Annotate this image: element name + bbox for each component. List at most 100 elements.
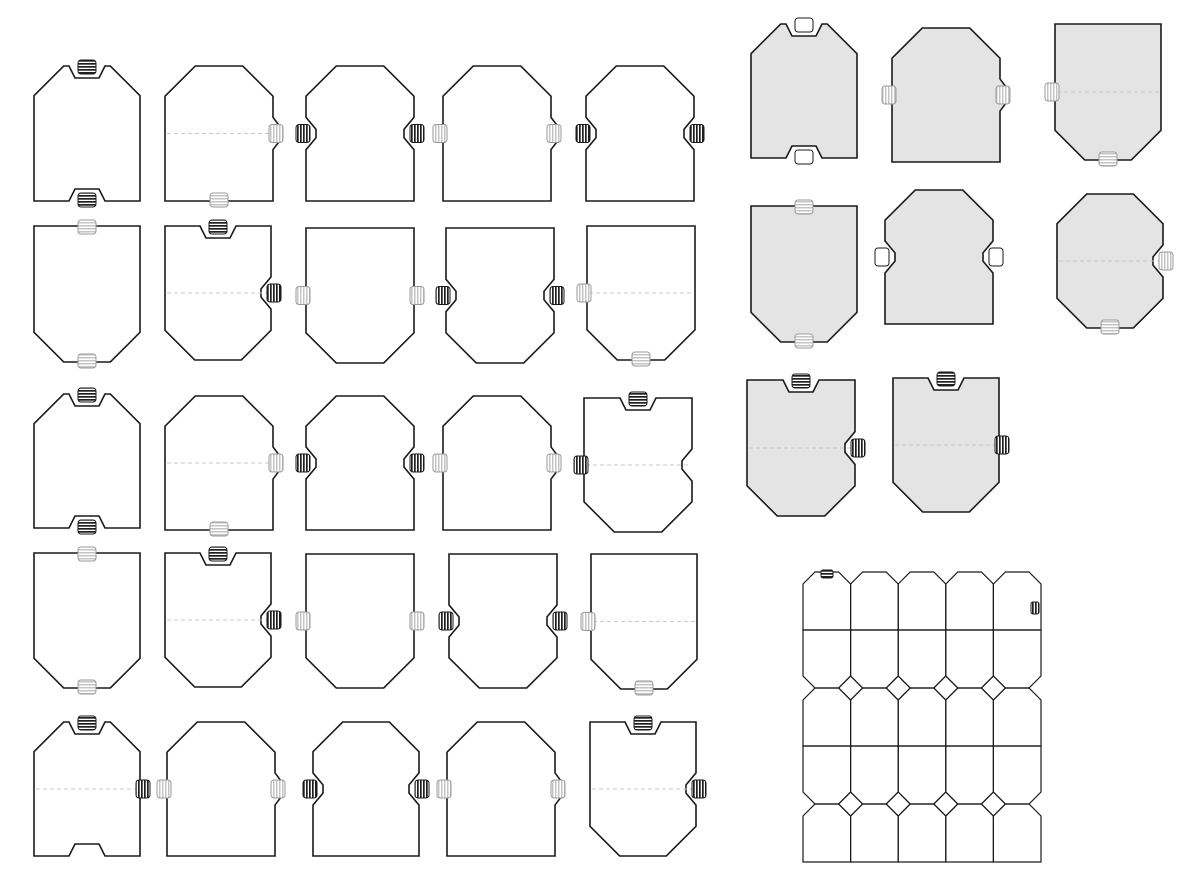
top-dark-tab — [820, 569, 834, 579]
panel-piece-p14 — [432, 395, 562, 531]
right-dark-tab — [850, 438, 866, 458]
left-light-tab — [881, 85, 897, 105]
panel-piece-s1 — [750, 17, 858, 165]
bottom-light-tab — [1098, 151, 1118, 167]
assembled-cell — [992, 629, 1042, 689]
panel-piece-s4 — [750, 199, 858, 349]
panel-outline — [445, 227, 555, 364]
panel-piece-s7 — [746, 373, 866, 517]
panel-piece-p23 — [302, 721, 430, 857]
corner-diamond — [885, 791, 912, 817]
assembled-cell — [850, 571, 899, 631]
panel-piece-s3 — [1044, 23, 1162, 167]
corner-diamond — [980, 675, 1007, 701]
top-light-tab — [77, 219, 97, 235]
left-light-tab — [432, 453, 448, 473]
left-dark-tab — [438, 611, 454, 631]
left-light-tab — [436, 779, 452, 799]
assembled-cell — [992, 803, 1042, 863]
right-dark-tab — [409, 124, 425, 143]
right-light-tab — [546, 453, 562, 473]
top-dark-tab — [208, 219, 228, 235]
top-dark-tab — [208, 546, 228, 562]
right-light-tab — [409, 611, 425, 631]
top-dark-tab — [77, 59, 97, 75]
panel-piece-p16 — [33, 546, 141, 695]
top-open-tab — [794, 17, 814, 33]
left-light-tab — [1044, 82, 1060, 102]
left-light-tab — [576, 283, 592, 303]
panel-outline — [750, 23, 858, 159]
panel-piece-p5 — [575, 65, 705, 202]
top-light-tab — [794, 199, 814, 215]
right-dark-tab — [994, 435, 1010, 455]
right-light-tab — [995, 85, 1011, 105]
panel-outline — [448, 553, 558, 689]
left-dark-tab — [295, 453, 311, 473]
panel-outline — [442, 65, 558, 202]
right-dark-tab — [409, 453, 425, 473]
right-light-tab — [268, 124, 284, 143]
panel-piece-s6 — [1056, 193, 1174, 335]
panel-piece-p20 — [580, 553, 698, 696]
panel-outline — [166, 721, 282, 857]
left-light-tab — [432, 124, 448, 143]
left-open-tab — [874, 247, 890, 267]
panel-outline — [750, 205, 858, 343]
right-dark-tab — [689, 124, 705, 143]
corner-diamond — [980, 791, 1007, 817]
bottom-light-tab — [1100, 319, 1120, 335]
panel-piece-p15 — [573, 391, 693, 533]
top-light-tab — [77, 546, 97, 562]
bottom-light-tab — [77, 679, 97, 695]
right-light-tab — [1158, 251, 1174, 271]
assembled-cell — [945, 803, 994, 863]
left-dark-tab — [575, 124, 591, 143]
corner-diamond — [932, 675, 959, 701]
left-dark-tab — [295, 124, 311, 143]
right-dark-tab — [266, 283, 282, 303]
panel-piece-p6 — [33, 219, 141, 369]
right-light-tab — [546, 124, 562, 143]
assembled-cell — [897, 687, 947, 747]
assembled-cell — [802, 803, 852, 863]
panel-outline — [446, 721, 562, 857]
pieces-layer — [33, 17, 1174, 857]
panel-outline — [312, 721, 420, 857]
panel-outline — [33, 225, 141, 363]
left-dark-tab — [573, 455, 589, 475]
panel-piece-p18 — [295, 553, 425, 689]
panel-outline — [442, 395, 558, 531]
assembled-cell — [992, 571, 1042, 631]
assembled-cell — [992, 687, 1042, 747]
panel-piece-p7 — [164, 219, 282, 361]
assembled-cell — [897, 629, 947, 689]
assembled-cell — [897, 745, 947, 805]
right-light-tab — [409, 286, 425, 305]
top-dark-tab — [633, 715, 653, 731]
panel-outline — [305, 553, 415, 689]
top-dark-tab — [77, 387, 97, 403]
right-dark-tab — [552, 611, 568, 631]
panel-outline — [33, 552, 141, 689]
left-dark-tab — [435, 286, 451, 305]
right-light-tab — [268, 453, 284, 473]
assembled-cell — [802, 687, 852, 747]
panel-piece-p19 — [438, 553, 568, 689]
panel-piece-p8 — [295, 227, 425, 364]
assembled-cell — [945, 687, 994, 747]
right-dark-tab — [691, 779, 707, 799]
top-dark-tab — [77, 715, 97, 731]
bottom-light-tab — [794, 333, 814, 349]
panel-piece-p1 — [33, 59, 141, 208]
panel-piece-p25 — [589, 715, 707, 857]
bottom-open-tab — [794, 149, 814, 165]
panel-piece-s5 — [874, 189, 1004, 325]
assembled-panel-grid — [802, 569, 1042, 863]
left-light-tab — [156, 779, 172, 799]
panel-outline — [33, 393, 141, 529]
panel-piece-p22 — [156, 721, 286, 857]
top-dark-tab — [791, 373, 811, 389]
assembled-cell — [850, 803, 899, 863]
